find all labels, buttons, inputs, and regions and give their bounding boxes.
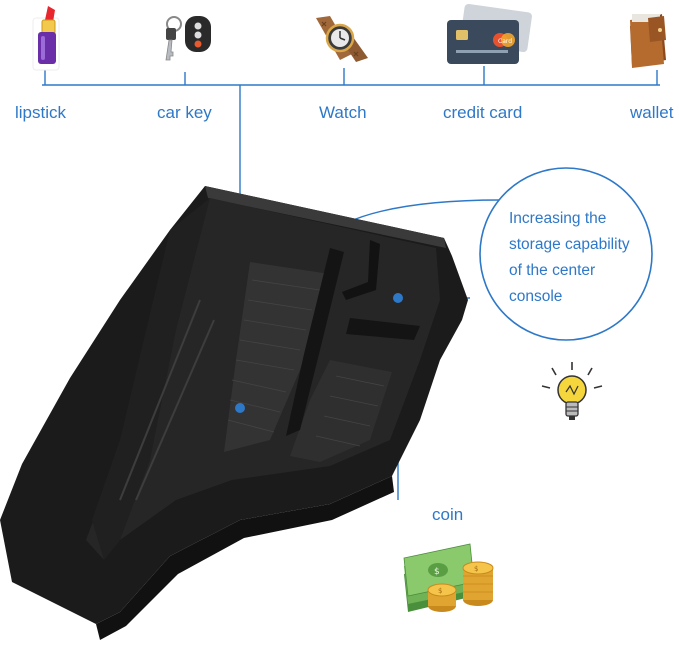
card-badge-text: Card [498, 38, 512, 45]
callout-line-3: of the center [509, 262, 596, 279]
label-wallet: wallet [630, 103, 674, 122]
label-lipstick: lipstick [15, 103, 67, 122]
marker-dot-main [235, 403, 245, 413]
callout-line-2: storage capability [509, 236, 630, 253]
label-coin: coin [432, 505, 464, 524]
lightbulb-icon [541, 362, 603, 420]
label-car-key: car key [157, 103, 212, 122]
label-watch: Watch [319, 103, 367, 122]
coin-stack-right: $ [462, 561, 494, 606]
marker-dot-coin [393, 293, 403, 303]
lipstick-icon [32, 6, 60, 71]
svg-text:$: $ [438, 587, 442, 595]
callout-line-4: console [509, 288, 563, 305]
coin-stack-left: $ [427, 583, 457, 612]
callout-text: Increasing the storage capability of the… [509, 206, 659, 310]
callout-circle [479, 167, 653, 341]
money-coins-icon: $ $ $ [403, 543, 494, 612]
wallet-icon [630, 14, 666, 68]
svg-text:$: $ [474, 565, 478, 573]
watch-icon [316, 16, 368, 62]
label-credit-card: credit card [443, 103, 523, 122]
storage-tray-image [0, 186, 468, 640]
credit-card-icon: Card [447, 3, 532, 64]
svg-text:$: $ [434, 567, 440, 577]
callout-line-1: Increasing the [509, 210, 607, 227]
car-key-icon [165, 16, 211, 61]
